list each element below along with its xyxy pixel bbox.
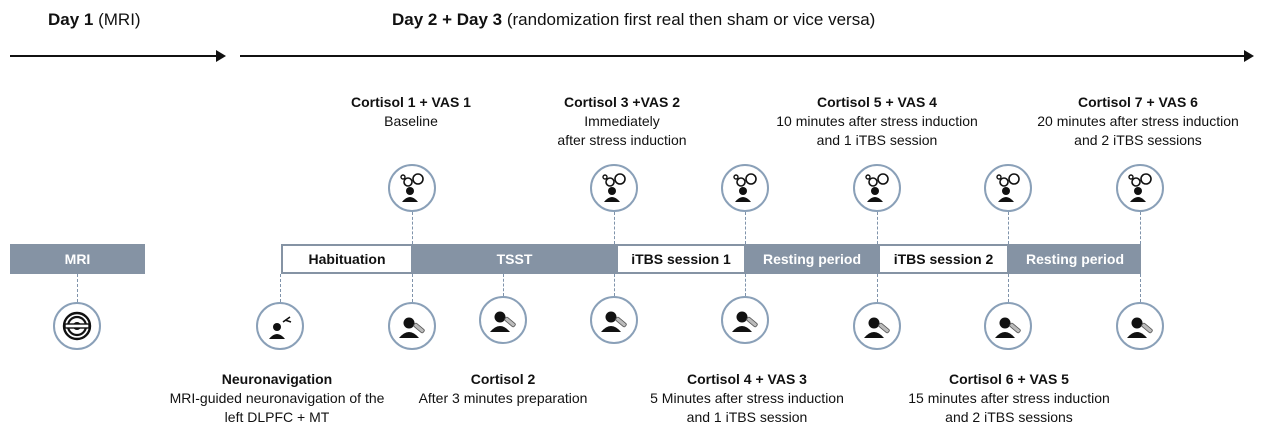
- dash-top-5: [1008, 212, 1009, 244]
- person-saliva-swab-icon: [984, 302, 1032, 350]
- cortisol5-label: Cortisol 5 + VAS 4 10 minutes after stre…: [776, 93, 978, 150]
- bar-mri-label: MRI: [64, 251, 91, 267]
- cortisol5-title: Cortisol 5 + VAS 4: [817, 94, 937, 110]
- person-saliva-swab-icon: [721, 296, 769, 344]
- dash-bot-1: [412, 274, 413, 302]
- cortisol3-line2: after stress induction: [557, 132, 687, 148]
- cortisol2-title: Cortisol 2: [470, 371, 536, 387]
- bar-mri: MRI: [10, 244, 145, 274]
- dash-top-6: [1140, 212, 1141, 244]
- dash-top-2: [614, 212, 615, 244]
- cortisol7-line1: 20 minutes after stress induction: [1037, 113, 1239, 129]
- dash-bot-neuro: [280, 274, 281, 302]
- cortisol6-line2: and 2 iTBS sessions: [945, 409, 1073, 425]
- bar-habituation-label: Habituation: [308, 251, 386, 267]
- day1-header-bold: Day 1: [48, 10, 94, 29]
- cortisol7-title: Cortisol 7 + VAS 6: [1078, 94, 1198, 110]
- person-thought-bubble-icon: [1116, 164, 1164, 212]
- person-saliva-swab-icon: [1116, 302, 1164, 350]
- cortisol4-title: Cortisol 4 + VAS 3: [687, 371, 807, 387]
- cortisol2-label: Cortisol 2 After 3 minutes preparation: [419, 370, 588, 408]
- person-saliva-swab-icon: [388, 302, 436, 350]
- day23-header-rest: (randomization first real then sham or v…: [502, 10, 876, 29]
- cortisol5-line1: 10 minutes after stress induction: [776, 113, 978, 129]
- day23-header-bold: Day 2 + Day 3: [392, 10, 503, 29]
- person-thought-bubble-icon: [721, 164, 769, 212]
- dash-bot-5: [1008, 274, 1009, 302]
- dash-top-4: [877, 212, 878, 244]
- cortisol6-label: Cortisol 6 + VAS 5 15 minutes after stre…: [908, 370, 1110, 427]
- dash-bot-3: [745, 274, 746, 296]
- bar-itbs1-label: iTBS session 1: [631, 251, 731, 267]
- bar-itbs2-label: iTBS session 2: [893, 251, 994, 267]
- cortisol6-title: Cortisol 6 + VAS 5: [949, 371, 1069, 387]
- day23-arrow: [240, 50, 1254, 62]
- bar-resting1-label: Resting period: [762, 251, 861, 267]
- cortisol7-label: Cortisol 7 + VAS 6 20 minutes after stre…: [1037, 93, 1239, 150]
- neuronavigation-line2: left DLPFC + MT: [224, 409, 330, 425]
- dash-top-1: [412, 212, 413, 244]
- bar-itbs2: iTBS session 2: [878, 244, 1009, 274]
- bar-tsst-label: TSST: [496, 251, 533, 267]
- cortisol4-line2: and 1 iTBS session: [686, 409, 808, 425]
- bar-itbs1: iTBS session 1: [616, 244, 746, 274]
- bar-resting1: Resting period: [746, 244, 878, 274]
- dash-top-3: [745, 212, 746, 244]
- day23-header: Day 2 + Day 3 (randomization first real …: [392, 10, 875, 30]
- person-saliva-swab-icon: [853, 302, 901, 350]
- bar-habituation: Habituation: [281, 244, 413, 274]
- cortisol4-line1: 5 Minutes after stress induction: [650, 390, 844, 406]
- cortisol4-label: Cortisol 4 + VAS 3 5 Minutes after stres…: [650, 370, 844, 427]
- person-thought-bubble-icon: [853, 164, 901, 212]
- mri-scanner-icon: [53, 302, 101, 350]
- cortisol3-line1: Immediately: [584, 113, 660, 129]
- bar-resting2-label: Resting period: [1025, 251, 1124, 267]
- dash-bot-2: [614, 274, 615, 296]
- neuronavigation-line1: MRI-guided neuronavigation of the: [169, 390, 385, 406]
- neuronavigation-icon: [256, 302, 304, 350]
- cortisol3-title: Cortisol 3 +VAS 2: [563, 94, 681, 110]
- dash-bot-4: [877, 274, 878, 302]
- cortisol2-line1: After 3 minutes preparation: [418, 390, 588, 406]
- dash-bot-c2: [503, 274, 504, 296]
- person-thought-bubble-icon: [984, 164, 1032, 212]
- bar-resting2: Resting period: [1009, 244, 1141, 274]
- cortisol6-line1: 15 minutes after stress induction: [908, 390, 1110, 406]
- cortisol1-label: Cortisol 1 + VAS 1 Baseline: [351, 93, 471, 131]
- neuronavigation-title: Neuronavigation: [221, 371, 333, 387]
- day1-arrow: [10, 50, 226, 62]
- dash-bot-6: [1140, 274, 1141, 302]
- person-saliva-swab-icon: [479, 296, 527, 344]
- cortisol3-label: Cortisol 3 +VAS 2 Immediately after stre…: [557, 93, 686, 150]
- dash-mri: [77, 274, 78, 302]
- bar-tsst: TSST: [413, 244, 616, 274]
- person-thought-bubble-icon: [590, 164, 638, 212]
- cortisol5-line2: and 1 iTBS session: [816, 132, 938, 148]
- neuronavigation-label: Neuronavigation MRI-guided neuronavigati…: [170, 370, 385, 427]
- day1-header-rest: (MRI): [93, 10, 141, 29]
- person-saliva-swab-icon: [590, 296, 638, 344]
- cortisol1-title: Cortisol 1 + VAS 1: [351, 94, 471, 110]
- day1-header: Day 1 (MRI): [48, 10, 141, 30]
- person-thought-bubble-icon: [388, 164, 436, 212]
- cortisol1-line1: Baseline: [384, 113, 438, 129]
- cortisol7-line2: and 2 iTBS sessions: [1074, 132, 1202, 148]
